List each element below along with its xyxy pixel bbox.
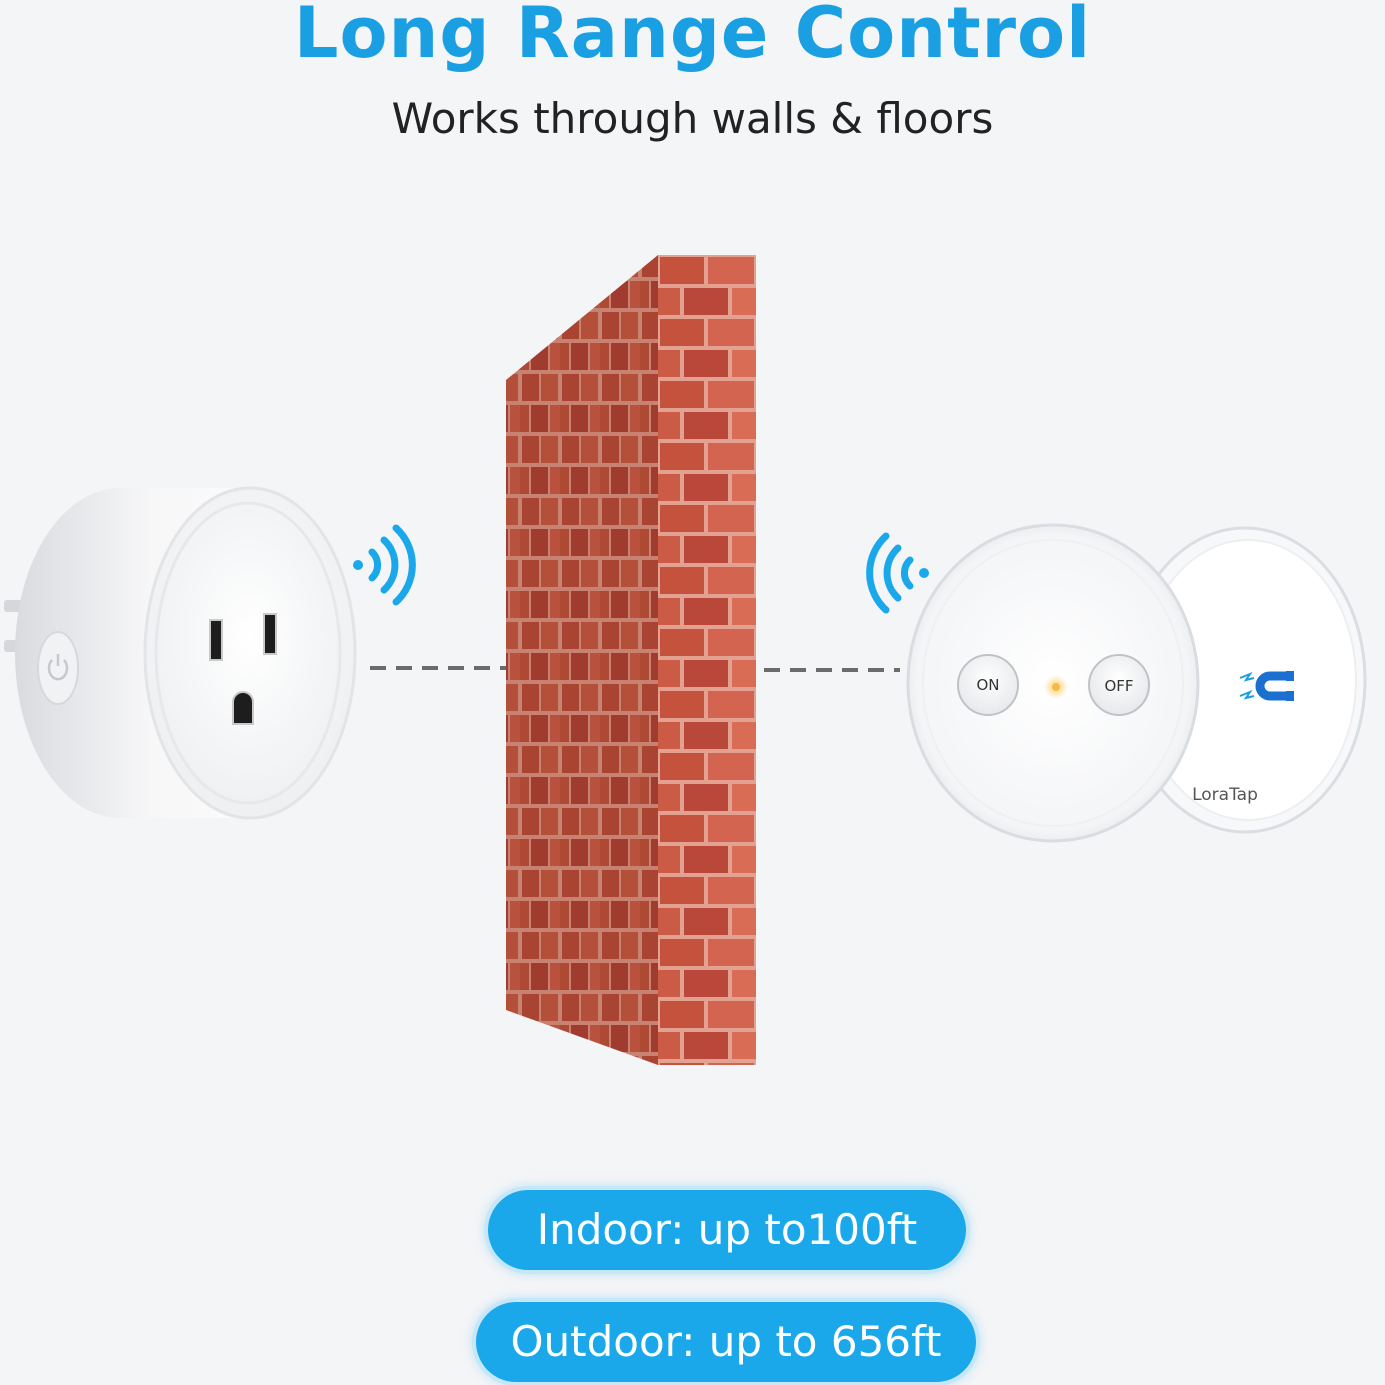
off-button[interactable]: OFF (1088, 654, 1150, 716)
outdoor-range-badge: Outdoor: up to 656ft (476, 1302, 976, 1382)
power-button (37, 631, 79, 705)
signal-waves-icon (866, 532, 929, 614)
on-button-label: ON (976, 676, 999, 694)
brick-wall-side (506, 255, 658, 1065)
brick-wall (506, 255, 756, 1065)
outlet-slot-left (209, 619, 223, 661)
remote-control: ON OFF (906, 523, 1200, 843)
outlet-slot-right (263, 613, 277, 655)
signal-waves-icon (353, 524, 416, 606)
outlet-ground-hole (232, 691, 254, 725)
page-subtitle: Works through walls & floors (391, 94, 994, 143)
smart-plug (4, 486, 357, 820)
power-icon (47, 654, 69, 681)
page-title: Long Range Control (293, 0, 1092, 74)
off-button-label: OFF (1104, 677, 1133, 695)
brick-wall-front (658, 255, 756, 1065)
brand-label: LoraTap (1192, 785, 1258, 805)
on-button[interactable]: ON (957, 654, 1019, 716)
indoor-range-badge: Indoor: up to100ft (488, 1190, 966, 1270)
magnet-icon (1239, 671, 1294, 701)
